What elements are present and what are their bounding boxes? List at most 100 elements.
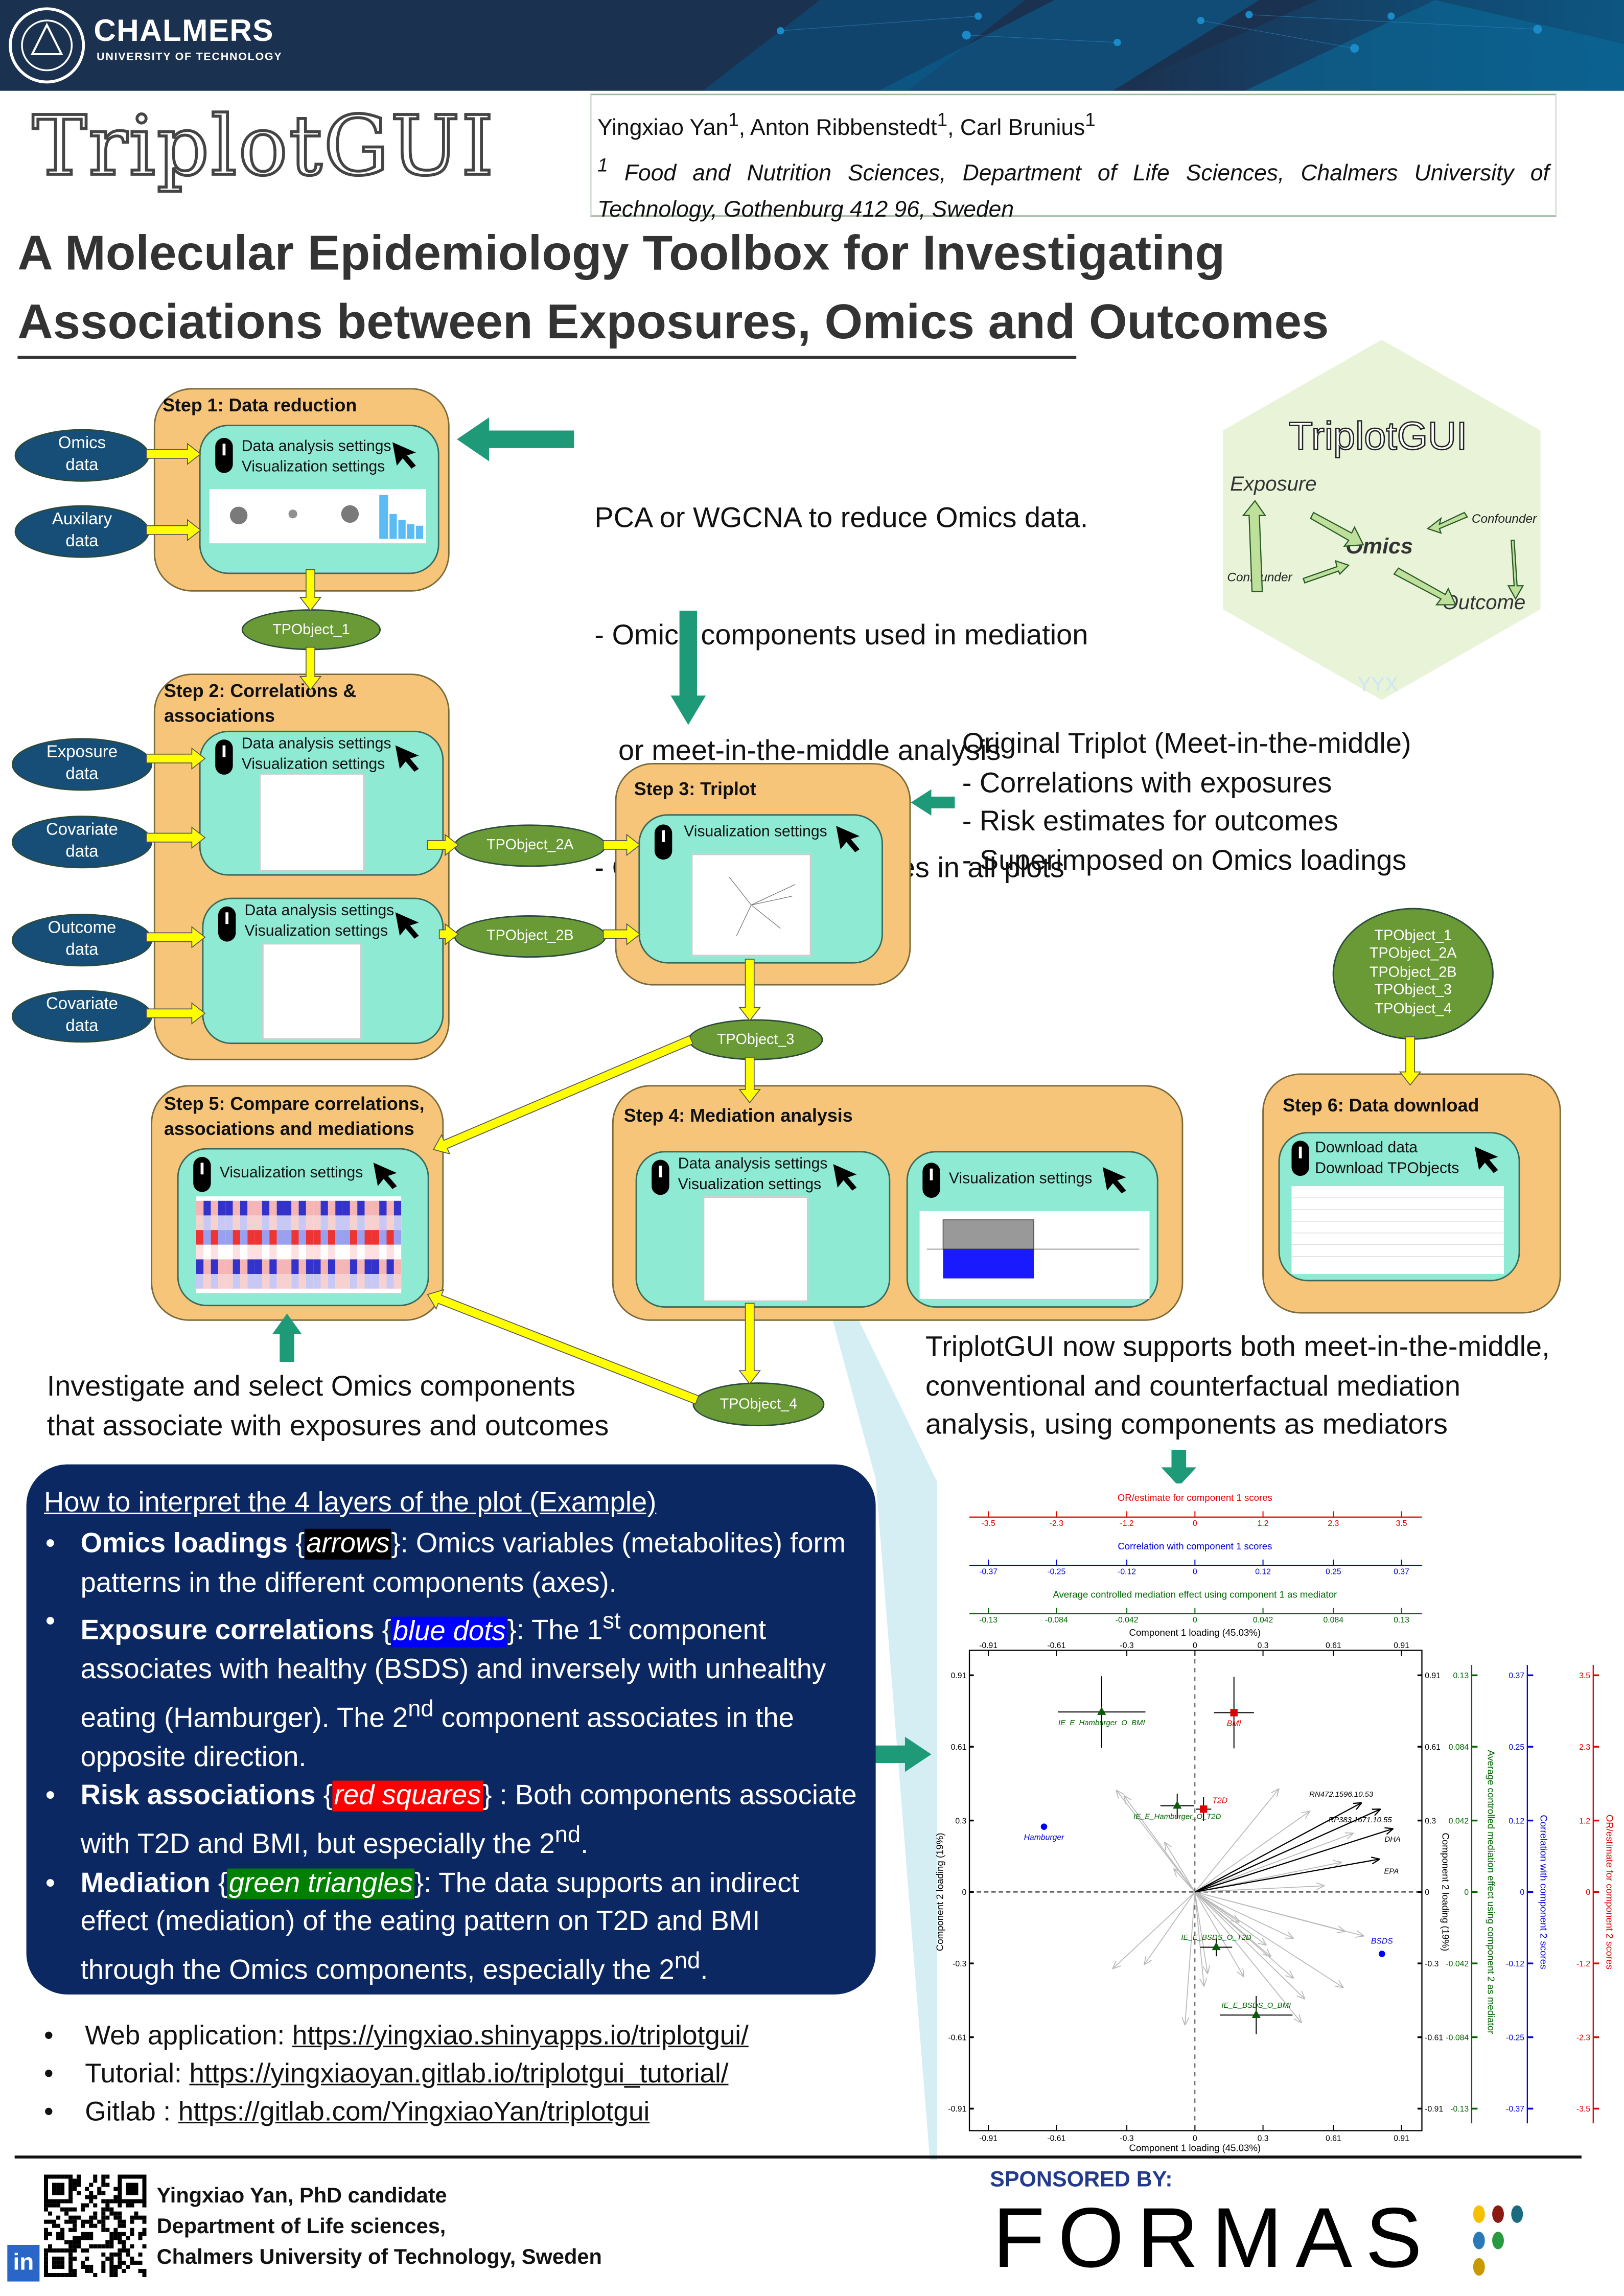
top-axis-tick-label: 0 xyxy=(1193,1519,1197,1528)
loading-arrow-head xyxy=(1289,1970,1294,1979)
heatmap-cell xyxy=(379,1200,387,1216)
author-name: Carl Brunius xyxy=(960,115,1085,141)
visualization-settings[interactable]: Visualization settings xyxy=(241,457,385,475)
data-analysis-settings[interactable]: Data analysis settings xyxy=(241,735,391,753)
visualization-settings[interactable]: Visualization settings xyxy=(678,1175,822,1193)
qr-module xyxy=(93,2215,98,2220)
linkedin-icon[interactable]: in xyxy=(7,2244,40,2282)
node-tpobject-2a: TPObject_2A xyxy=(454,824,607,867)
step6-panel[interactable]: Download data Download TPObjects xyxy=(1278,1132,1520,1282)
loading-arrow-head xyxy=(1271,1788,1280,1793)
visualization-settings[interactable]: Visualization settings xyxy=(684,823,827,841)
step5-panel[interactable]: Visualization settings xyxy=(177,1148,429,1307)
qr-module xyxy=(118,2219,122,2224)
step2-exposure-panel[interactable]: Data analysis settings Visualization set… xyxy=(199,730,444,876)
university-name: CHALMERS xyxy=(94,14,274,49)
step4-visualization-panel[interactable]: Visualization settings xyxy=(906,1151,1158,1308)
step1-panel[interactable]: Data analysis settings Visualization set… xyxy=(199,425,439,574)
x-axis-title: Component 1 loading (45.03%) xyxy=(1129,2143,1261,2153)
qr-module xyxy=(142,2215,147,2220)
heatmap-cell xyxy=(233,1200,240,1216)
data-analysis-settings[interactable]: Data analysis settings xyxy=(244,902,395,920)
visualization-settings[interactable]: Visualization settings xyxy=(241,755,385,773)
x-tick-label: 0 xyxy=(1193,2135,1197,2143)
qr-module xyxy=(43,2178,48,2183)
right-axis-tick-label: -0.12 xyxy=(1506,1960,1524,1968)
download-data-button[interactable]: Download data xyxy=(1315,1139,1418,1157)
y-tick-label-right: 0.3 xyxy=(1425,1817,1436,1825)
step2-title: Step 2: Correlations & associations xyxy=(164,681,357,727)
step4-analysis-panel[interactable]: Data analysis settings Visualization set… xyxy=(635,1151,891,1308)
item-text: . xyxy=(581,1829,589,1860)
step6-box: Step 6: Data download Download data Down… xyxy=(1262,1073,1561,1314)
node-tpobject-2b: TPObject_2B xyxy=(454,915,607,958)
visualization-settings[interactable]: Visualization settings xyxy=(219,1164,363,1182)
qr-module xyxy=(138,2236,143,2240)
heatmap-cell xyxy=(254,1230,262,1245)
data-analysis-settings[interactable]: Data analysis settings xyxy=(241,437,391,456)
qr-module xyxy=(68,2187,73,2191)
qr-module xyxy=(60,2236,65,2240)
qr-module xyxy=(101,2178,106,2183)
qr-module xyxy=(85,2264,89,2269)
qr-module xyxy=(60,2264,65,2269)
top-axis-tick-label: 0 xyxy=(1193,1616,1197,1625)
qr-module xyxy=(64,2248,69,2253)
item-text: component associates in the opposite dir… xyxy=(80,1703,794,1773)
heatmap-cell xyxy=(262,1200,270,1216)
visualization-settings[interactable]: Visualization settings xyxy=(948,1170,1093,1188)
right-axis-tick-label: -0.37 xyxy=(1506,2105,1524,2114)
qr-module xyxy=(73,2248,77,2253)
mouse-icon xyxy=(215,437,233,473)
step2-outcome-panel[interactable]: Data analysis settings Visualization set… xyxy=(202,897,444,1045)
right-axis-tick-label: -0.13 xyxy=(1450,2105,1469,2114)
qr-module xyxy=(130,2260,134,2265)
qr-module xyxy=(126,2264,130,2269)
qr-module xyxy=(52,2272,57,2278)
heatmap-cell xyxy=(313,1215,321,1231)
note-line: or meet-in-the-middle analysis xyxy=(594,735,1001,768)
heatmap-cell xyxy=(225,1200,233,1216)
qr-module xyxy=(43,2232,48,2236)
cursor-icon xyxy=(392,442,416,469)
item-text: }: The 1 xyxy=(507,1616,603,1647)
item-sup: st xyxy=(602,1609,621,1635)
data-analysis-settings[interactable]: Data analysis settings xyxy=(678,1155,828,1173)
y-tick-label: 0.61 xyxy=(951,1743,967,1752)
gitlab-link[interactable]: https://gitlab.com/YingxiaoYan/triplotgu… xyxy=(178,2095,650,2126)
qr-module xyxy=(60,2191,65,2195)
qr-module xyxy=(89,2183,94,2187)
right-axis-tick-label: 0 xyxy=(1464,1888,1469,1897)
loading-arrow-head xyxy=(1112,1960,1117,1969)
cursor-icon xyxy=(395,912,419,939)
visualization-settings[interactable]: Visualization settings xyxy=(244,921,388,940)
web-app-link[interactable]: https://yingxiao.shinyapps.io/triplotgui… xyxy=(292,2019,749,2050)
qr-module xyxy=(93,2195,98,2199)
top-axis-tick-label: -3.5 xyxy=(982,1519,995,1528)
heatmap-cell xyxy=(225,1274,233,1289)
pca-note: PCA or WGCNA to reduce Omics data. - Omi… xyxy=(594,422,1088,965)
qr-module xyxy=(60,2260,65,2265)
tutorial-link[interactable]: https://yingxiaoyan.gitlab.io/triplotgui… xyxy=(189,2057,729,2089)
heatmap-cell xyxy=(298,1230,306,1245)
step2-box: Step 2: Correlations & associations Data… xyxy=(153,674,450,1060)
note-line: PCA or WGCNA to reduce Omics data. xyxy=(594,502,1088,535)
qr-module xyxy=(105,2244,110,2248)
heatmap-cell xyxy=(211,1274,218,1289)
heatmap-cell xyxy=(328,1259,336,1274)
step3-panel[interactable]: Visualization settings xyxy=(638,814,883,964)
note-line: - Superimposed on Omics loadings xyxy=(962,844,1407,877)
qr-module xyxy=(64,2211,69,2216)
heatmap-cell xyxy=(254,1215,262,1231)
heatmap-cell xyxy=(276,1259,284,1274)
risk-square xyxy=(1230,1709,1238,1717)
qr-module xyxy=(64,2174,69,2179)
loading-arrow xyxy=(1144,1891,1196,1965)
node-all-tpobjects: TPObject_1 TPObject_2A TPObject_2B TPObj… xyxy=(1332,908,1494,1040)
download-tpobjects-button[interactable]: Download TPObjects xyxy=(1315,1159,1459,1177)
qr-module xyxy=(56,2236,61,2240)
formas-dot xyxy=(1511,2205,1523,2223)
qr-module xyxy=(101,2191,106,2195)
qr-code[interactable] xyxy=(43,2174,147,2280)
heatmap-cell xyxy=(320,1230,328,1245)
